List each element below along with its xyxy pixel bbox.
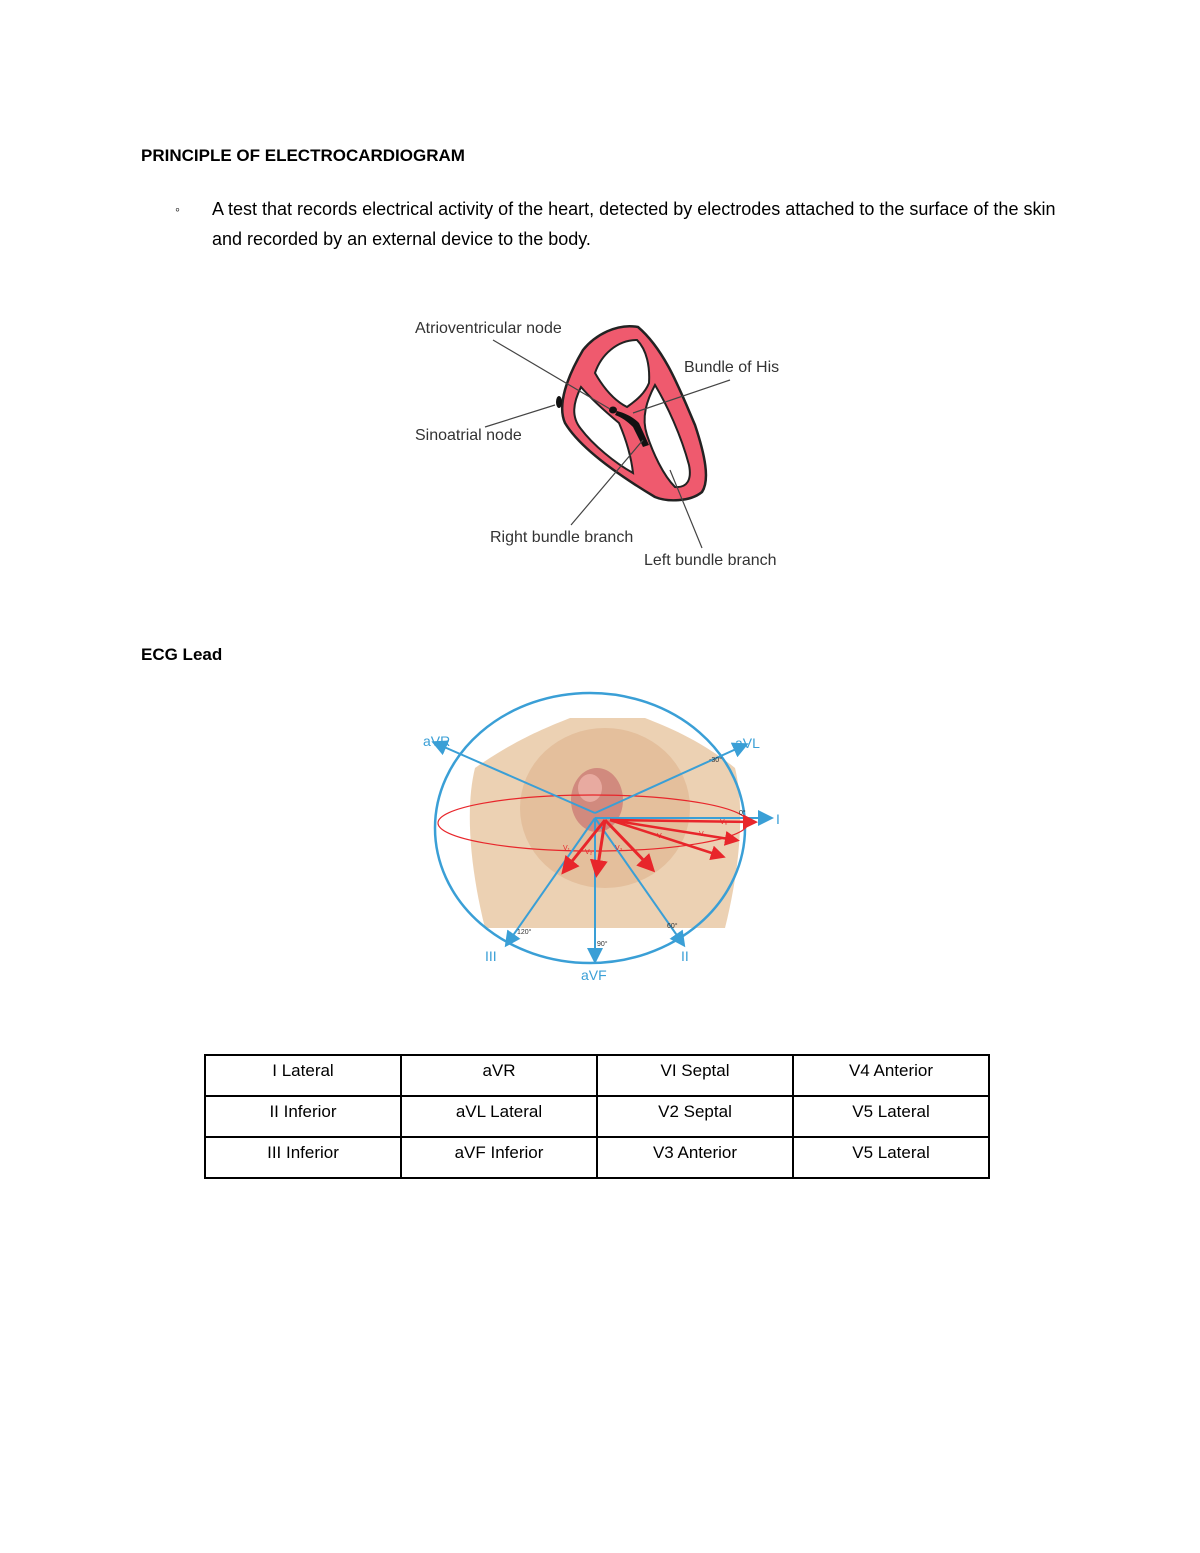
label-v5: V₅ — [699, 831, 707, 838]
section-title-principle: PRINCIPLE OF ELECTROCARDIOGRAM — [141, 146, 465, 166]
label-avl: aVL — [735, 735, 760, 751]
table-row: I Lateral aVR VI Septal V4 Anterior — [205, 1055, 989, 1096]
table-row: II Inferior aVL Lateral V2 Septal V5 Lat… — [205, 1096, 989, 1137]
table-cell: V5 Lateral — [793, 1096, 989, 1137]
av-node-dot — [609, 407, 617, 414]
label-avr: aVR — [423, 733, 450, 749]
label-v3: V₃ — [615, 845, 623, 852]
table-cell: V2 Septal — [597, 1096, 793, 1137]
table-cell: aVR — [401, 1055, 597, 1096]
ecg-lead-table: I Lateral aVR VI Septal V4 Anterior II I… — [204, 1054, 990, 1179]
heart-conduction-diagram: Atrioventricular node Bundle of His Sino… — [405, 305, 805, 580]
heart-highlight — [578, 774, 602, 802]
table-cell: I Lateral — [205, 1055, 401, 1096]
label-deg-0: 0° — [739, 809, 746, 817]
table-cell: II Inferior — [205, 1096, 401, 1137]
label-v6: V₆ — [720, 819, 728, 826]
label-bundle-his: Bundle of His — [684, 359, 779, 376]
label-av-node: Atrioventricular node — [415, 320, 562, 337]
label-avf: aVF — [581, 967, 607, 983]
sa-node-dot — [556, 396, 562, 408]
label-lead-i: I — [776, 811, 780, 827]
label-right-branch: Right bundle branch — [490, 529, 633, 546]
table-cell: aVL Lateral — [401, 1096, 597, 1137]
label-lead-ii: II — [681, 948, 689, 964]
label-v1: V₁ — [563, 845, 571, 852]
table-cell: V3 Anterior — [597, 1137, 793, 1178]
table-cell: III Inferior — [205, 1137, 401, 1178]
table-cell: V4 Anterior — [793, 1055, 989, 1096]
table-cell: VI Septal — [597, 1055, 793, 1096]
table-row: III Inferior aVF Inferior V3 Anterior V5… — [205, 1137, 989, 1178]
section-title-ecg-lead: ECG Lead — [141, 645, 222, 665]
label-left-branch: Left bundle branch — [644, 552, 777, 569]
label-deg-120: 120° — [517, 928, 532, 936]
label-sa-node: Sinoatrial node — [415, 427, 522, 444]
label-lead-iii: III — [485, 948, 497, 964]
label-deg-60: 60° — [667, 922, 678, 930]
table-cell: aVF Inferior — [401, 1137, 597, 1178]
ecg-lead-diagram: aVR aVL I III aVF II -30° 0° 120° 90° 60… — [405, 688, 805, 988]
label-v2: V₂ — [585, 849, 593, 856]
table-cell: V5 Lateral — [793, 1137, 989, 1178]
label-v4: V₄ — [657, 833, 665, 840]
bullet-text: A test that records electrical activity … — [212, 194, 1072, 254]
bullet-marker: ◦ — [175, 194, 180, 224]
leader-sa-node — [485, 405, 555, 427]
label-deg-90: 90° — [597, 940, 608, 948]
label-deg-minus30: -30° — [709, 756, 722, 764]
